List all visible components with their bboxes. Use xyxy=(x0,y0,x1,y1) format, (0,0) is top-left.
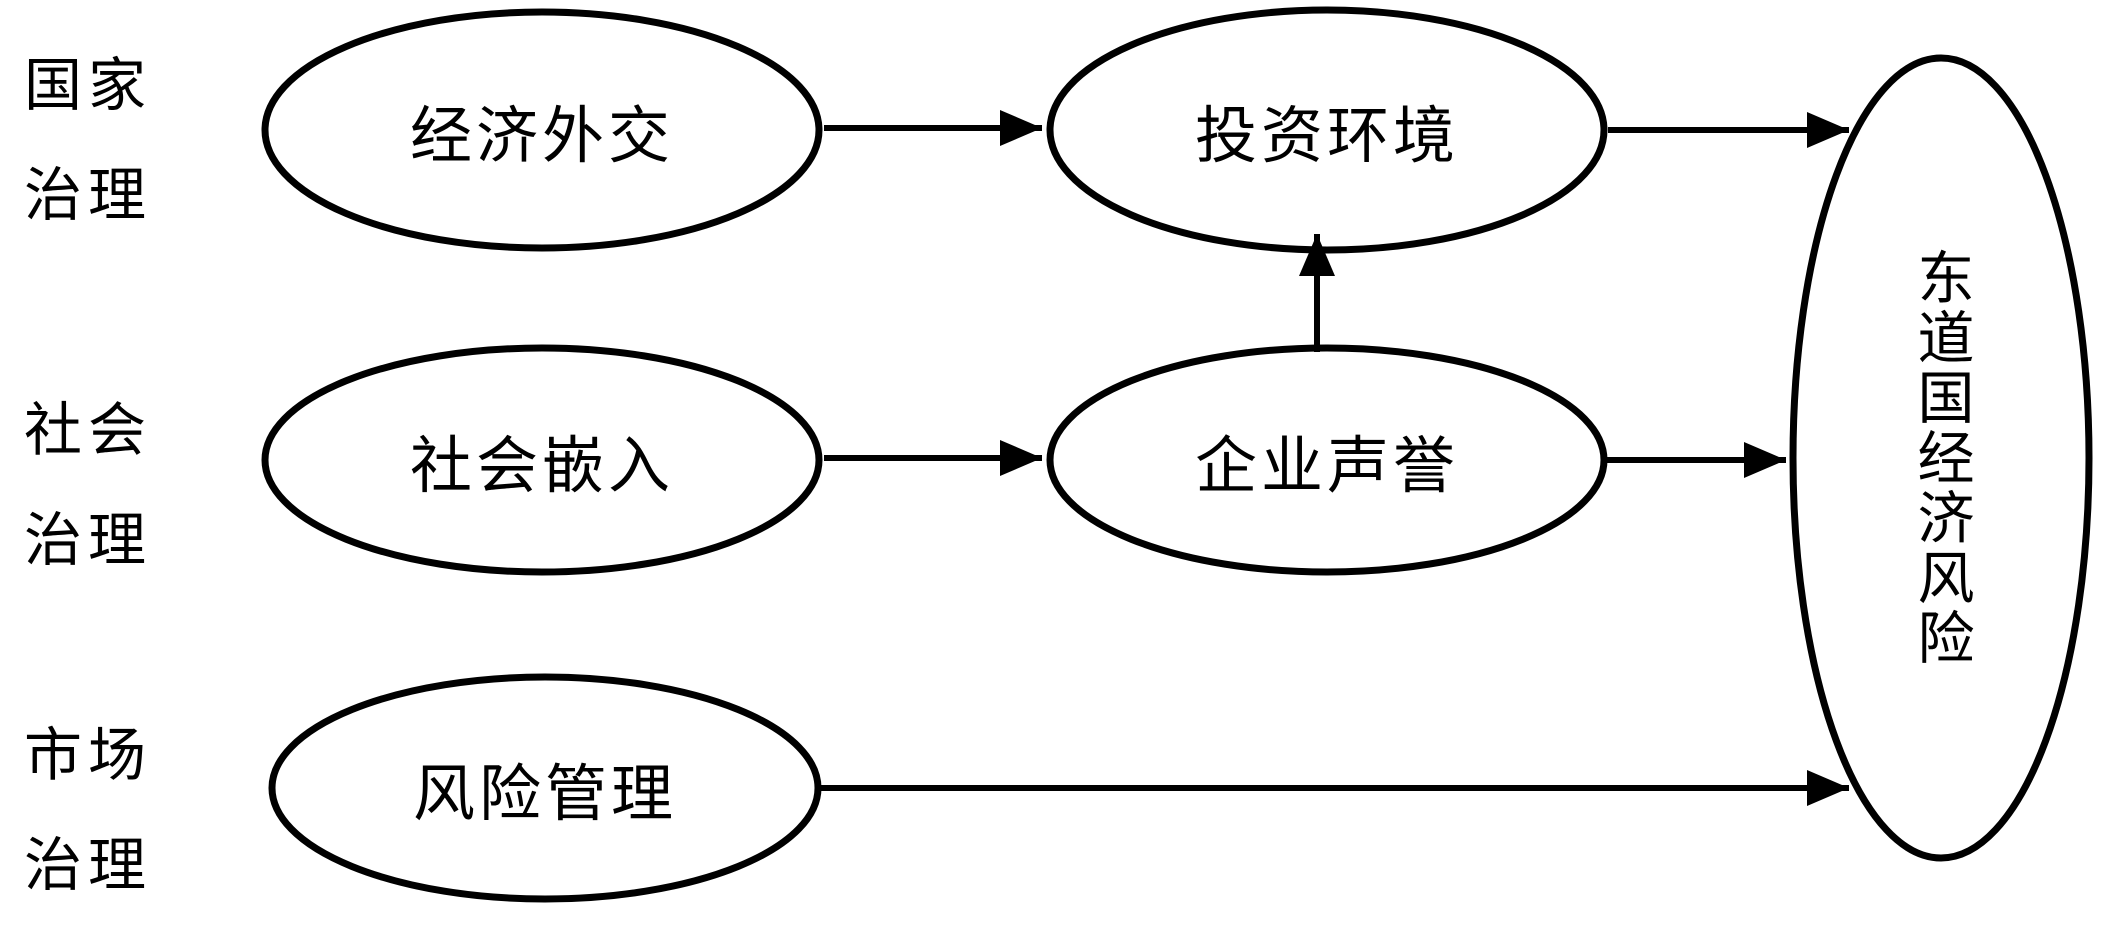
row-label-social-governance-line1: 社会 xyxy=(24,396,153,464)
row-label-social-governance-line2: 治理 xyxy=(24,506,153,574)
economic-diplomacy-label: 经济外交 xyxy=(409,99,674,172)
social-embedding-ellipse xyxy=(261,344,823,576)
row-label-market-governance-line1: 市场 xyxy=(24,721,153,789)
row-label-state-governance-line2: 治理 xyxy=(24,161,153,229)
row-label-social-governance: 社会 治理 xyxy=(24,375,152,595)
corporate-reputation-ellipse xyxy=(1046,344,1608,576)
corporate-reputation-label: 企业声誉 xyxy=(1194,429,1459,502)
row-label-state-governance: 国家 治理 xyxy=(24,30,152,250)
social-embedding-label: 社会嵌入 xyxy=(409,429,674,502)
risk-management-label: 风险管理 xyxy=(412,757,677,830)
row-label-market-governance-line2: 治理 xyxy=(24,831,153,899)
host-country-economic-risk-label: 东道国经济风险 xyxy=(1908,248,1974,668)
economic-diplomacy-ellipse xyxy=(261,8,823,252)
investment-environment-label: 投资环境 xyxy=(1194,99,1459,172)
row-label-market-governance: 市场 治理 xyxy=(24,700,152,920)
row-label-state-governance-line1: 国家 xyxy=(24,51,153,119)
risk-management-ellipse xyxy=(268,673,822,903)
host-country-economic-risk-ellipse xyxy=(1789,54,2093,862)
